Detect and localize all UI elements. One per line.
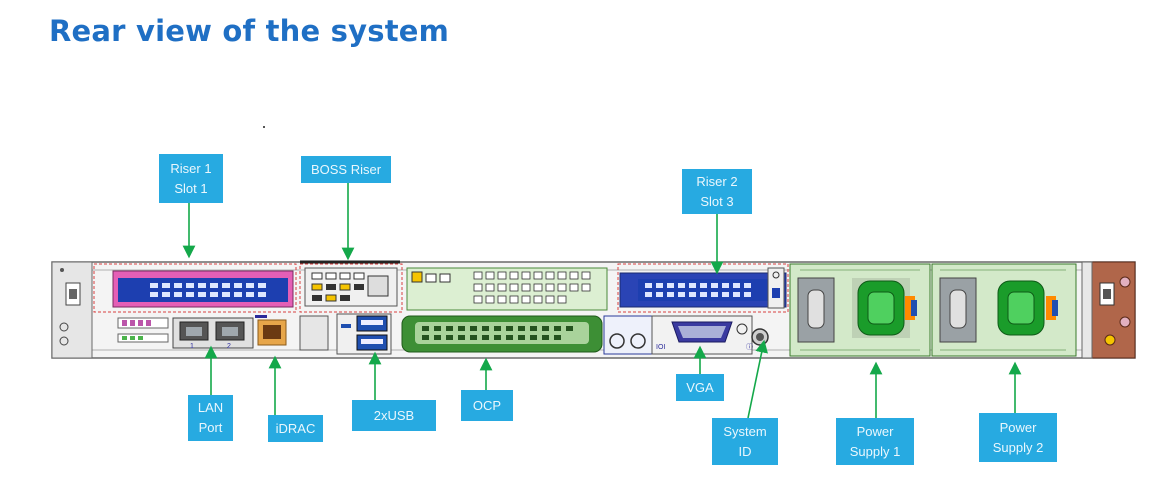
ocp-card: [401, 315, 603, 353]
boss-riser: [299, 260, 403, 313]
callout-riser1: Riser 1 Slot 1: [159, 154, 223, 203]
left-rack-ear: [51, 261, 93, 359]
right-rack-ear: [1081, 261, 1136, 359]
riser2-slot3: [617, 263, 789, 313]
lan1-label: 1: [190, 343, 194, 350]
callout-system-id: System ID: [712, 418, 778, 465]
serial-block: [603, 315, 653, 355]
idrac-port: [255, 315, 287, 346]
callout-idrac: iDRAC: [268, 415, 323, 442]
center-riser: [406, 267, 608, 311]
callout-riser2: Riser 2 Slot 3: [682, 169, 752, 214]
arrow-sysid: [747, 339, 768, 419]
callout-arrows: [182, 183, 1022, 419]
ioi-label: IOI: [656, 344, 665, 351]
callout-boss-riser: BOSS Riser: [301, 156, 391, 183]
lan-ports: 1 2: [172, 317, 254, 350]
callout-vga: VGA: [676, 374, 724, 401]
callout-power-supply-2: Power Supply 2: [979, 413, 1057, 462]
riser1-slot1: [93, 263, 297, 313]
power-supply-2: [931, 263, 1077, 357]
callout-usb: 2xUSB: [352, 400, 436, 431]
svg-text:ⓘ: ⓘ: [746, 343, 753, 351]
callout-power-supply-1: Power Supply 1: [836, 418, 914, 465]
vga-port: IOI: [651, 315, 753, 355]
io-status-row: [117, 317, 169, 343]
power-supply-1: [789, 263, 931, 357]
stray-dot: [263, 126, 265, 128]
page-title: Rear view of the system: [49, 14, 450, 48]
usb-ports: [299, 313, 392, 355]
callout-ocp: OCP: [461, 390, 513, 421]
callout-lan-port: LAN Port: [188, 395, 233, 441]
lan2-label: 2: [227, 343, 231, 350]
